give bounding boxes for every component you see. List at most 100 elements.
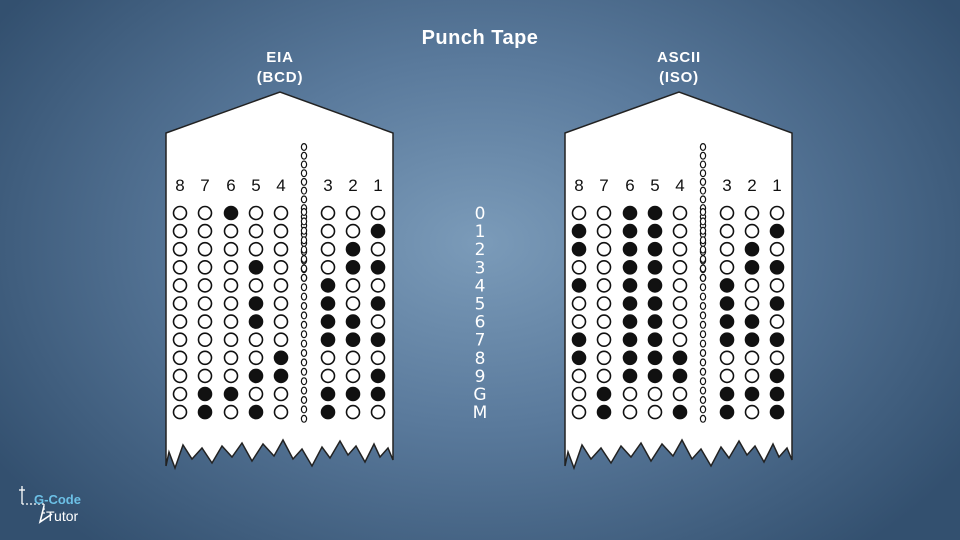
- eia-empty-hole: [370, 404, 386, 420]
- eia-empty-hole: [172, 278, 188, 293]
- ascii-empty-hole: [719, 223, 735, 239]
- eia-empty-hole: [197, 241, 213, 257]
- eia-empty-hole: [248, 278, 264, 293]
- eia-empty-hole: [197, 368, 213, 384]
- ascii-punched-hole: [769, 296, 785, 311]
- eia-sprocket-hole: [300, 396, 308, 405]
- character-label: 6: [475, 313, 486, 333]
- ascii-empty-hole: [744, 368, 760, 384]
- ascii-sprocket-hole: [699, 208, 707, 217]
- ascii-channel-label: 8: [574, 176, 583, 195]
- eia-sprocket-hole: [300, 245, 308, 254]
- ascii-empty-hole: [672, 205, 688, 221]
- ascii-empty-hole: [571, 205, 587, 221]
- eia-punched-hole: [320, 314, 336, 329]
- eia-empty-hole: [273, 278, 289, 293]
- ascii-punched-hole: [719, 278, 735, 293]
- ascii-empty-hole: [571, 314, 587, 329]
- eia-empty-hole: [248, 350, 264, 366]
- ascii-empty-hole: [596, 368, 612, 384]
- eia-channel-label: 8: [175, 176, 184, 195]
- eia-sprocket-hole: [300, 358, 308, 367]
- ascii-empty-hole: [719, 205, 735, 221]
- ascii-channel-label: 1: [772, 176, 781, 195]
- ascii-empty-hole: [744, 223, 760, 239]
- ascii-empty-hole: [571, 404, 587, 420]
- eia-channel-label: 3: [323, 176, 332, 195]
- eia-empty-hole: [320, 368, 336, 384]
- character-label: 3: [475, 258, 486, 278]
- eia-empty-hole: [273, 332, 289, 348]
- eia-empty-hole: [172, 223, 188, 239]
- eia-empty-hole: [273, 386, 289, 402]
- eia-punched-hole: [370, 259, 386, 275]
- eia-empty-hole: [320, 350, 336, 366]
- eia-empty-hole: [172, 350, 188, 366]
- ascii-empty-hole: [672, 386, 688, 402]
- eia-empty-hole: [223, 223, 239, 239]
- eia-punched-hole: [248, 314, 264, 329]
- ascii-punched-hole: [596, 386, 612, 402]
- eia-punched-hole: [197, 404, 213, 420]
- ascii-empty-hole: [719, 241, 735, 257]
- ascii-empty-hole: [744, 205, 760, 221]
- eia-empty-hole: [172, 205, 188, 221]
- ascii-empty-hole: [596, 223, 612, 239]
- eia-empty-hole: [345, 223, 361, 239]
- character-label: 1: [475, 222, 486, 242]
- ascii-punched-hole: [647, 278, 663, 293]
- ascii-sprocket-hole: [699, 358, 707, 367]
- ascii-punched-hole: [596, 404, 612, 420]
- ascii-empty-hole: [596, 241, 612, 257]
- ascii-empty-hole: [672, 332, 688, 348]
- ascii-sprocket-hole: [699, 143, 707, 152]
- eia-sprocket-hole: [300, 414, 308, 423]
- ascii-empty-hole: [744, 296, 760, 311]
- ascii-empty-hole: [596, 314, 612, 329]
- character-label: 7: [475, 331, 486, 351]
- eia-sprocket-hole: [300, 320, 308, 329]
- ascii-punched-hole: [719, 314, 735, 329]
- ascii-sprocket-hole: [699, 311, 707, 320]
- eia-empty-hole: [320, 241, 336, 257]
- eia-empty-hole: [345, 296, 361, 311]
- eia-channel-label: 4: [276, 176, 285, 195]
- ascii-sprocket-hole: [699, 177, 707, 186]
- ascii-sprocket-hole: [699, 195, 707, 204]
- eia-punched-hole: [370, 368, 386, 384]
- eia-empty-hole: [197, 259, 213, 275]
- eia-empty-hole: [273, 223, 289, 239]
- ascii-sprocket-hole: [699, 414, 707, 423]
- ascii-empty-hole: [622, 386, 638, 402]
- eia-punched-hole: [320, 386, 336, 402]
- ascii-sprocket-hole: [699, 339, 707, 348]
- ascii-punched-hole: [622, 259, 638, 275]
- eia-channel-label: 6: [226, 176, 235, 195]
- eia-punched-hole: [320, 332, 336, 348]
- eia-sprocket-hole: [300, 195, 308, 204]
- ascii-punched-hole: [622, 223, 638, 239]
- eia-sprocket-hole: [300, 177, 308, 186]
- eia-empty-hole: [172, 332, 188, 348]
- eia-empty-hole: [320, 205, 336, 221]
- character-label: M: [473, 403, 488, 423]
- eia-empty-hole: [172, 368, 188, 384]
- ascii-channel-label: 4: [675, 176, 684, 195]
- eia-empty-hole: [223, 259, 239, 275]
- ascii-punched-hole: [769, 386, 785, 402]
- eia-sprocket-hole: [300, 186, 308, 195]
- eia-empty-hole: [223, 350, 239, 366]
- character-label: 0: [475, 204, 486, 224]
- gcode-tutor-logo-icon: [19, 486, 53, 524]
- eia-header-name: EIA: [266, 49, 294, 66]
- ascii-empty-hole: [672, 241, 688, 257]
- ascii-punched-hole: [571, 350, 587, 366]
- eia-empty-hole: [370, 278, 386, 293]
- ascii-empty-hole: [769, 241, 785, 257]
- eia-empty-hole: [273, 205, 289, 221]
- ascii-sprocket-hole: [699, 330, 707, 339]
- ascii-empty-hole: [672, 278, 688, 293]
- ascii-punched-hole: [647, 241, 663, 257]
- eia-punched-hole: [223, 205, 239, 221]
- eia-punched-hole: [320, 296, 336, 311]
